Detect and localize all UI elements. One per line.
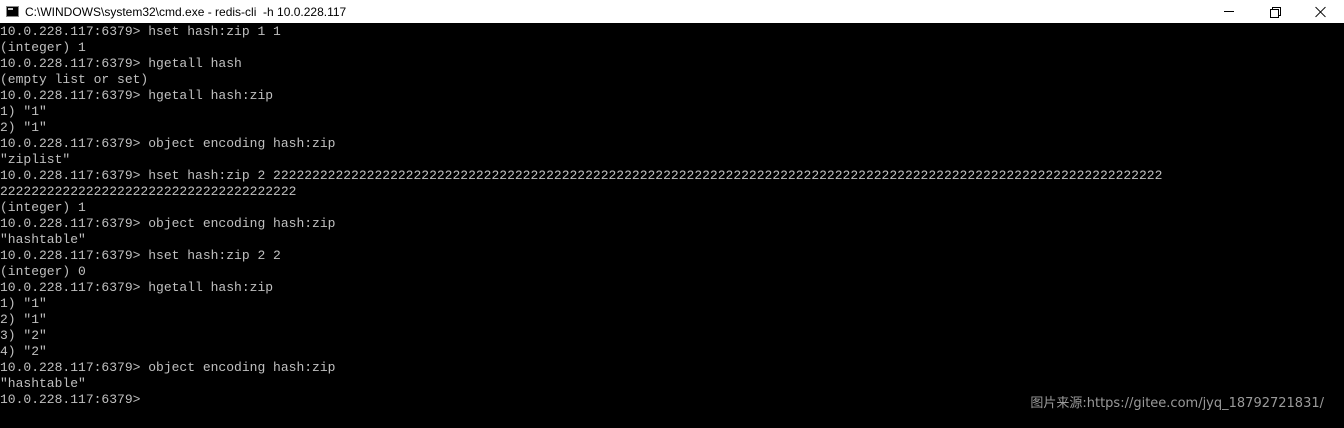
console-line: (integer) 1 <box>0 200 86 215</box>
console-line: 2) "1" <box>0 312 47 327</box>
watermark-text: 图片来源:https://gitee.com/jyq_18792721831/ <box>1030 396 1324 411</box>
console-line: 10.0.228.117:6379> hset hash:zip 1 1 <box>0 24 281 39</box>
console-line: 3) "2" <box>0 328 47 343</box>
window-title: C:\WINDOWS\system32\cmd.exe - redis-cli … <box>25 4 347 19</box>
cmd-icon <box>6 6 19 17</box>
console-output[interactable]: 10.0.228.117:6379> hset hash:zip 1 1 (in… <box>0 24 1344 428</box>
console-line: 2) "1" <box>0 120 47 135</box>
restore-icon <box>1270 6 1281 18</box>
console-line: (integer) 0 <box>0 264 86 279</box>
console-line: 10.0.228.117:6379> object encoding hash:… <box>0 216 336 231</box>
console-line: 10.0.228.117:6379> hgetall hash:zip <box>0 280 274 295</box>
console-line: 10.0.228.117:6379> hgetall hash <box>0 56 242 71</box>
console-line: 10.0.228.117:6379> hset hash:zip 2 22222… <box>0 168 1163 183</box>
console-prompt[interactable]: 10.0.228.117:6379> <box>0 392 141 407</box>
minimize-button[interactable] <box>1206 0 1252 23</box>
window-controls <box>1206 0 1344 23</box>
console-line: 10.0.228.117:6379> hset hash:zip 2 2 <box>0 248 281 263</box>
close-button[interactable] <box>1298 0 1344 23</box>
close-icon <box>1315 6 1327 18</box>
restore-button[interactable] <box>1252 0 1298 23</box>
console-line: 1) "1" <box>0 296 47 311</box>
console-line: "hashtable" <box>0 232 86 247</box>
console-line: "ziplist" <box>0 152 71 167</box>
console-line: 10.0.228.117:6379> object encoding hash:… <box>0 136 336 151</box>
minimize-icon <box>1224 11 1234 12</box>
console-line: 10.0.228.117:6379> object encoding hash:… <box>0 360 336 375</box>
console-line: (integer) 1 <box>0 40 86 55</box>
console-line: "hashtable" <box>0 376 86 391</box>
console-line: 4) "2" <box>0 344 47 359</box>
console-line: 22222222222222222222222222222222222222 <box>0 184 297 199</box>
console-line: 10.0.228.117:6379> hgetall hash:zip <box>0 88 274 103</box>
console-line: 1) "1" <box>0 104 47 119</box>
title-bar[interactable]: C:\WINDOWS\system32\cmd.exe - redis-cli … <box>0 0 1344 23</box>
console-line: (empty list or set) <box>0 72 149 87</box>
